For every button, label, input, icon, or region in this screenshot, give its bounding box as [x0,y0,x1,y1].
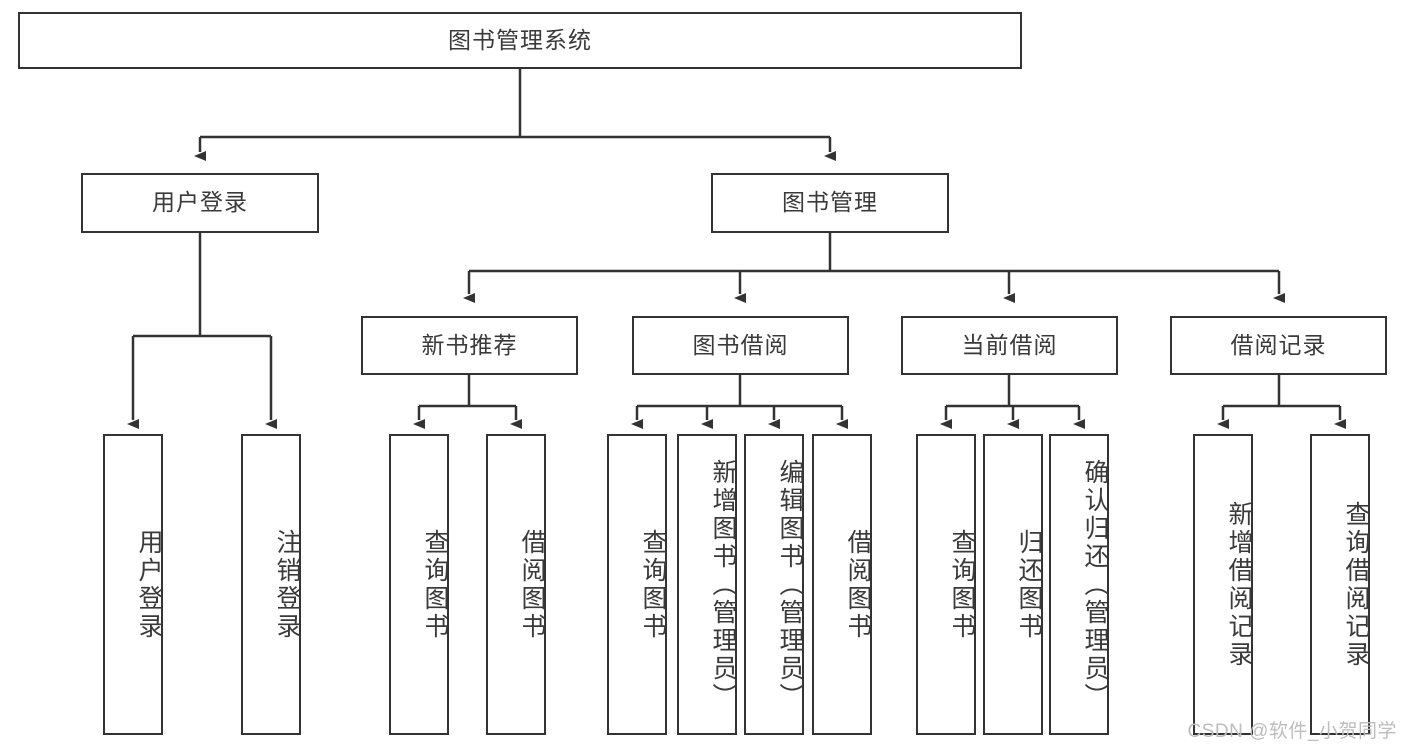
leaf-bookborrow-add-book[interactable]: 新增图书（管理员） [677,434,737,735]
leaf-label: 查询图书 [421,528,449,641]
leaf-newbook-query-book[interactable]: 查询图书 [389,434,449,735]
leaf-bookborrow-borrow-book[interactable]: 借阅图书 [812,434,872,735]
node-current-borrow[interactable]: 当前借阅 [901,316,1118,375]
node-new-book-recommend[interactable]: 新书推荐 [361,316,578,375]
leaf-borrowrecord-add-record[interactable]: 新增借阅记录 [1193,434,1253,735]
leaf-label: 查询图书 [639,528,667,641]
leaf-label: 查询借阅记录 [1342,500,1370,669]
leaf-currentborrow-query-book[interactable]: 查询图书 [916,434,976,735]
leaf-label: 借阅图书 [518,528,546,641]
leaf-label: 用户登录 [135,528,163,641]
leaf-label: 确认归还（管理员） [1081,458,1109,711]
node-user-login[interactable]: 用户登录 [81,173,319,233]
leaf-bookborrow-edit-book[interactable]: 编辑图书（管理员） [744,434,804,735]
leaf-label: 借阅图书 [844,528,872,641]
node-book-borrow[interactable]: 图书借阅 [632,316,849,375]
leaf-label: 编辑图书（管理员） [776,458,804,711]
node-book-management[interactable]: 图书管理 [711,173,949,233]
leaf-label: 归还图书 [1015,528,1043,641]
leaf-user-login-login[interactable]: 用户登录 [103,434,163,735]
leaf-borrowrecord-query-record[interactable]: 查询借阅记录 [1310,434,1370,735]
node-borrow-record[interactable]: 借阅记录 [1170,316,1387,375]
leaf-user-login-logout[interactable]: 注销登录 [241,434,301,735]
leaf-bookborrow-query-book[interactable]: 查询图书 [607,434,667,735]
leaf-label: 新增借阅记录 [1225,500,1253,669]
leaf-currentborrow-return-book[interactable]: 归还图书 [983,434,1043,735]
leaf-currentborrow-confirm-return[interactable]: 确认归还（管理员） [1049,434,1109,735]
node-root-system[interactable]: 图书管理系统 [18,12,1022,69]
leaf-label: 注销登录 [273,528,301,641]
leaf-newbook-borrow-book[interactable]: 借阅图书 [486,434,546,735]
leaf-label: 查询图书 [948,528,976,641]
leaf-label: 新增图书（管理员） [709,458,737,711]
watermark-text: CSDN @软件_小贺同学 [1187,721,1397,742]
